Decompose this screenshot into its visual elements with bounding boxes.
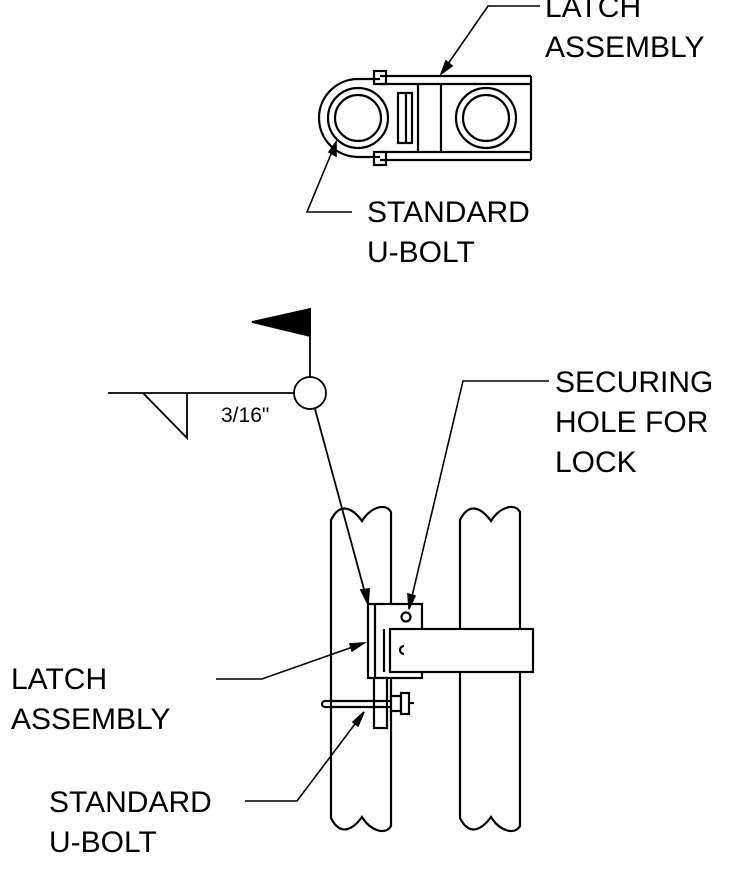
side-latch-label-line1: LATCH — [11, 663, 107, 696]
side-latch-label: LATCH ASSEMBLY — [11, 663, 171, 736]
weld-symbol — [108, 307, 370, 608]
securing-arrowhead — [407, 592, 417, 610]
side-ubolt-label: STANDARD U-BOLT — [49, 786, 212, 859]
side-latch-label-line2: ASSEMBLY — [11, 703, 171, 736]
left-pipe-inner — [333, 93, 383, 143]
right-pipe-outer — [454, 86, 518, 150]
ubolt-nut-top — [372, 69, 388, 86]
top-latch-arrowhead — [439, 59, 454, 77]
securing-leader — [408, 380, 549, 610]
top-latch-label: LATCH ASSEMBLY — [545, 0, 705, 64]
field-weld-flag — [251, 307, 311, 338]
side-ubolt-leader — [245, 711, 365, 802]
ubolt-rod-end — [320, 699, 326, 709]
securing-hole — [400, 611, 412, 623]
left-pipe-outer — [326, 86, 390, 150]
top-latch-leader — [440, 5, 540, 75]
top-latch-label-line1: LATCH — [545, 0, 641, 24]
ubolt-nut-bottom — [372, 150, 388, 167]
side-ubolt-label-line2: U-BOLT — [49, 826, 157, 859]
latch-pivot-symbol — [398, 644, 405, 656]
top-ubolt-label-line1: STANDARD — [367, 196, 530, 229]
weld-size-label: 3/16" — [221, 404, 269, 427]
securing-label-line3: LOCK — [555, 446, 637, 479]
securing-label-line1: SECURING — [555, 366, 713, 399]
ubolt-nut-side — [389, 694, 403, 713]
securing-label-line2: HOLE FOR — [555, 406, 708, 439]
right-pipe — [458, 505, 522, 833]
left-pipe — [329, 505, 393, 833]
top-ubolt-arrowhead — [327, 139, 337, 158]
side-latch-arrowhead — [348, 641, 367, 653]
weld-all-around-circle — [293, 376, 327, 410]
side-ubolt-label-line1: STANDARD — [49, 786, 212, 819]
ubolt-wrap — [317, 77, 380, 159]
weld-arrow-leader — [314, 408, 369, 605]
fillet-weld-triangle — [142, 392, 188, 441]
top-ubolt-label: STANDARD U-BOLT — [367, 196, 530, 269]
ubolt-plate — [372, 676, 389, 730]
weld-arrowhead — [359, 587, 370, 608]
side-ubolt-arrowhead — [351, 711, 365, 728]
side-view — [320, 505, 535, 833]
top-ubolt-label-line2: U-BOLT — [367, 236, 475, 269]
top-ubolt-leader — [305, 141, 352, 213]
securing-label: SECURING HOLE FOR LOCK — [555, 366, 713, 479]
right-pipe-inner — [461, 93, 511, 143]
top-leaders — [305, 5, 540, 213]
top-view — [317, 69, 533, 167]
side-latch-leader — [216, 642, 365, 680]
latch-arm — [388, 627, 535, 674]
side-leaders — [216, 380, 549, 802]
top-latch-label-line2: ASSEMBLY — [545, 31, 705, 64]
ubolt-nut-washer — [399, 691, 411, 716]
